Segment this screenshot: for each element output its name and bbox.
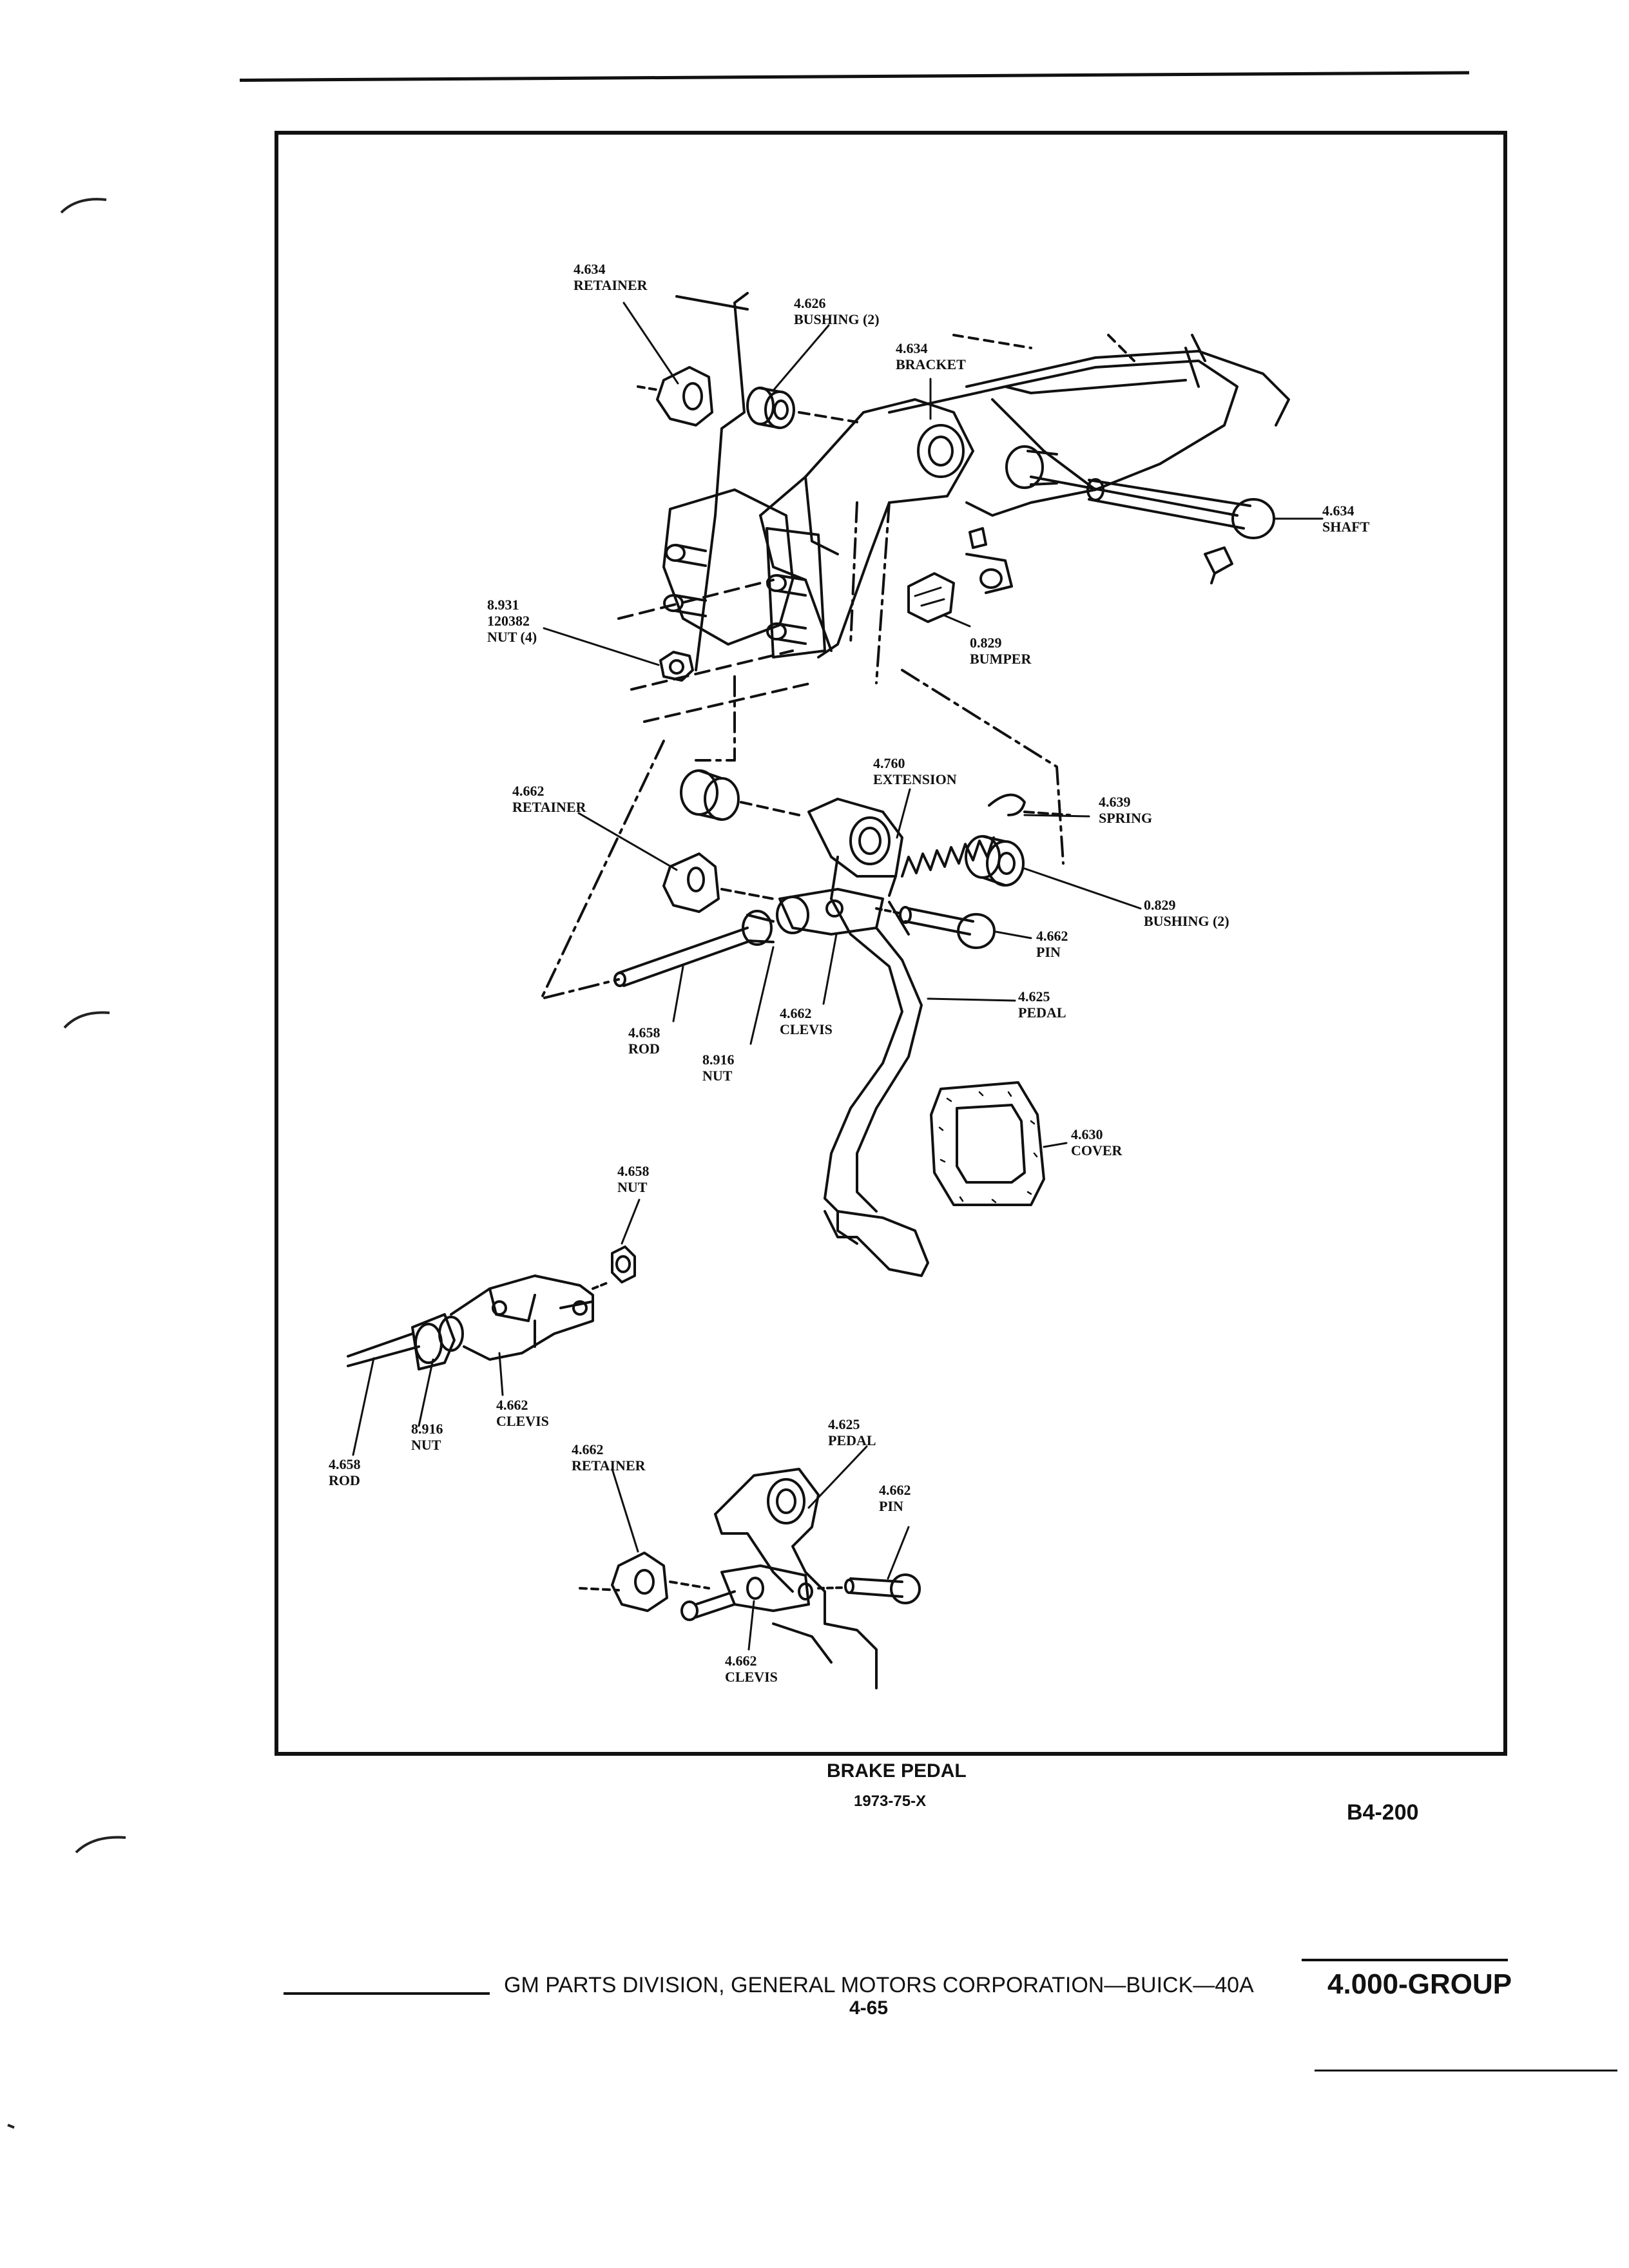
nut-4-part — [617, 579, 813, 723]
footer-rule-left — [284, 1992, 490, 1995]
figure-title: BRAKE PEDAL — [827, 1760, 967, 1782]
illustration-frame — [275, 131, 1507, 1756]
pedal-mid-assembly — [540, 740, 1071, 1277]
figure-years: 1973-75-X — [854, 1792, 927, 1810]
footer-rule-right — [1302, 1959, 1508, 1961]
clevis-rod-detail — [347, 1245, 636, 1370]
footer-publisher: GM PARTS DIVISION, GENERAL MOTORS CORPOR… — [504, 1973, 1254, 1997]
bracket-assembly — [662, 292, 1290, 671]
footer-group: 4.000-GROUP — [1327, 1968, 1512, 2000]
figure-id: B4-200 — [1347, 1800, 1419, 1825]
footer-page-number: 4-65 — [849, 1997, 889, 2019]
bottom-detail — [579, 1468, 921, 1689]
footer-bottom-rule — [1315, 2070, 1617, 2071]
retainer-top-part — [637, 366, 713, 427]
bushing-top-part — [746, 387, 858, 429]
leader-lines — [352, 302, 1324, 1651]
